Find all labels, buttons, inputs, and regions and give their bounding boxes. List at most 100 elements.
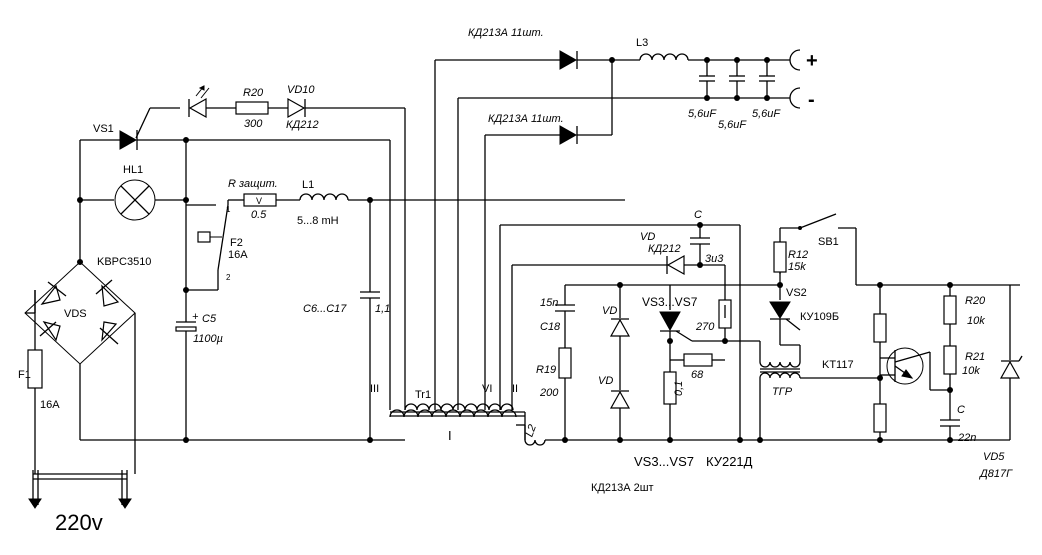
inductor-l3: L3 [636,37,790,61]
r-68-value: 68 [691,369,704,381]
c18-label: C18 [540,321,561,333]
winding-III-label: III [370,383,379,395]
control-ground-bus [737,225,1010,443]
r-prot-value: 0.5 [251,209,267,221]
resistors-r20-r21-right: R20 10k R21 10k [943,285,986,420]
hl1-label: HL1 [123,164,143,176]
c5-plus: + [192,311,199,323]
thyristor-vs2: VS2 КУ109Б [759,270,839,362]
c5-value: 1100µ [193,333,223,345]
r-prot-label: R защит. [228,178,278,190]
f2-value: 16A [228,249,248,261]
c6-c17-value: 1,1 [375,303,390,315]
r20-right-value: 10k [967,315,985,327]
switch-sb1: SB1 [798,213,1020,286]
plus-terminal: + [806,50,818,72]
output-terminals: + - [789,49,818,111]
cap3-value: 5,6uF [752,108,781,120]
diodes-vd-column: VD VD [598,285,631,443]
pin2-label: 2 [226,273,231,282]
r19-value: 200 [539,387,559,399]
l1-label: L1 [302,179,314,191]
cap2-value: 5,6uF [718,119,747,131]
kt117-label: KT117 [822,359,854,371]
output-diode-mid: КД213А 11шт. [488,60,613,145]
bridge-rectifier-vds: VDS KBPC3510 [24,256,151,474]
bridge-type-label: KBPC3510 [97,256,151,268]
capacitor-c6-c17: C6...C17 1,1 [303,200,390,443]
resistor-270: 270 [695,265,732,341]
vd-top-label: VD [640,231,655,243]
r12-label: R12 [788,249,808,261]
l1-value: 5...8 mH [297,215,339,227]
r-01-value: 0,1 [673,381,685,396]
vs2-label: VS2 [786,287,807,299]
vds-label: VDS [64,308,87,320]
dc-bus-plus [183,140,391,410]
c18-cap-value: 15n [540,297,558,309]
arrow-down-icon [118,498,132,509]
resistor-68: 68 [670,353,725,381]
zener-vd5: VD5 Д817Г [978,285,1023,480]
r21-label: R21 [965,351,985,363]
r20-top-label: R20 [243,87,264,99]
bridge-top-node [77,140,83,265]
kd213-bottom-label: КД213А 2шт [591,482,654,494]
snubber-c18-r19: 15n C18 R19 200 [536,282,780,443]
capacitor-c-right: C 22n [940,404,976,444]
light-ray-icon [198,85,205,91]
f2-label: F2 [230,237,243,249]
r-prot-symbol: V [256,196,262,206]
transformer-tgr: ТГР [759,344,880,440]
vd10-label: VD10 [287,84,315,96]
output-diode-top: КД213А 11шт. [468,27,640,70]
resistor-r12: R12 15k [773,227,808,274]
r21-value: 10k [962,365,980,377]
thyristors-vs3-vs7: VS3...VS7 0,1 [642,285,760,443]
r12-value: 15k [788,261,806,273]
minus-terminal: - [808,89,815,111]
pin1-label: 1 [226,205,231,214]
vd-top-type: КД212 [648,243,681,255]
c5-label: C5 [202,313,217,325]
f1-label: F1 [18,369,31,381]
resistor-r20-top: R20 300 [235,87,288,130]
capacitor-c5: + C5 1100µ [175,310,223,443]
vd5-type: Д817Г [978,468,1013,480]
c-top-value: 3u3 [705,253,724,265]
vd-a-label: VD [602,305,617,317]
c-top-label: C [694,209,702,221]
breaker-f2: F2 16A 1 2 [197,200,248,290]
fuse-f1: F1 16A [18,290,60,474]
arrow-down-icon [28,498,42,509]
inductor-l1: L1 5...8 mH [297,179,625,227]
sb1-label: SB1 [818,236,839,248]
c-right-label: C [957,404,965,416]
vd5-label: VD5 [983,451,1005,463]
capacitor-c-top: C 3u3 [690,209,724,268]
l2-label: L2 [523,423,538,439]
vd10-type: КД212 [286,119,319,131]
mains-voltage-label: 220v [55,510,103,535]
r20-right-label: R20 [965,295,986,307]
c-right-value: 22n [957,432,976,444]
winding-VI-label: VI [482,383,492,395]
vs1-label: VS1 [93,123,114,135]
ku109-label: КУ109Б [800,311,839,323]
tr1-label: Tr1 [415,389,431,401]
r-270-value: 270 [695,321,715,333]
lamp-hl1: HL1 [80,164,186,221]
winding-I-label: I [448,428,452,443]
resistor-r-protection: R защит. V 0.5 [228,178,300,221]
mains-input: 220v [28,470,132,535]
tgr-label: ТГР [772,386,793,398]
vs3-vs7-bottom-label: VS3...VS7 [634,454,694,469]
ku221-label: КУ221Д [706,454,753,469]
inductor-l2: L2 [523,423,740,446]
r20-top-value: 300 [244,118,263,130]
diode-vd-top: VD КД212 [640,231,725,276]
output-capacitors: 5,6uF 5,6uF 5,6uF [612,57,790,131]
l3-label: L3 [636,37,648,49]
cap1-value: 5,6uF [688,108,717,120]
